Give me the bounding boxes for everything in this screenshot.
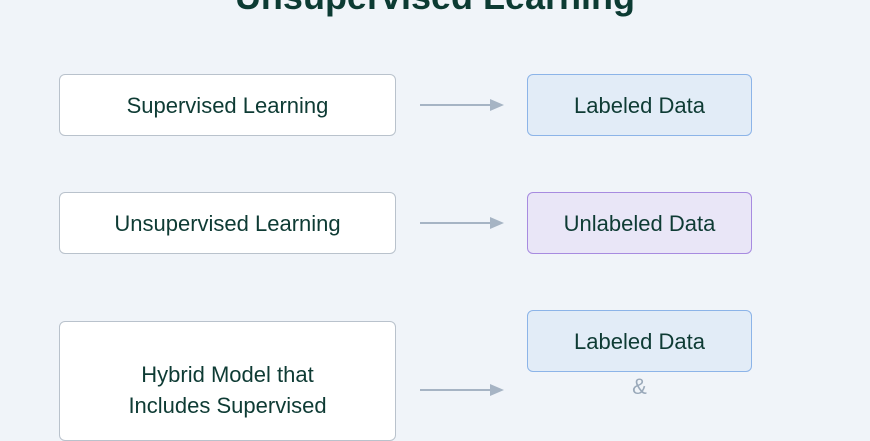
arrow-icon — [420, 99, 504, 111]
labeled-data-box-hybrid: Labeled Data — [527, 310, 752, 372]
hybrid-line-2: Includes Supervised — [128, 393, 327, 418]
arrow-icon — [420, 384, 504, 396]
unlabeled-data-box: Unlabeled Data — [527, 192, 752, 254]
unsupervised-learning-box: Unsupervised Learning — [59, 192, 396, 254]
supervised-learning-box: Supervised Learning — [59, 74, 396, 136]
diagram-title: Unsupervised Learning — [0, 0, 870, 18]
hybrid-model-box: Hybrid Model that Includes Supervised — [59, 321, 396, 441]
ampersand-connector: & — [632, 374, 647, 399]
labeled-data-box: Labeled Data — [527, 74, 752, 136]
hybrid-line-1: Hybrid Model that — [141, 362, 314, 387]
arrow-icon — [420, 217, 504, 229]
